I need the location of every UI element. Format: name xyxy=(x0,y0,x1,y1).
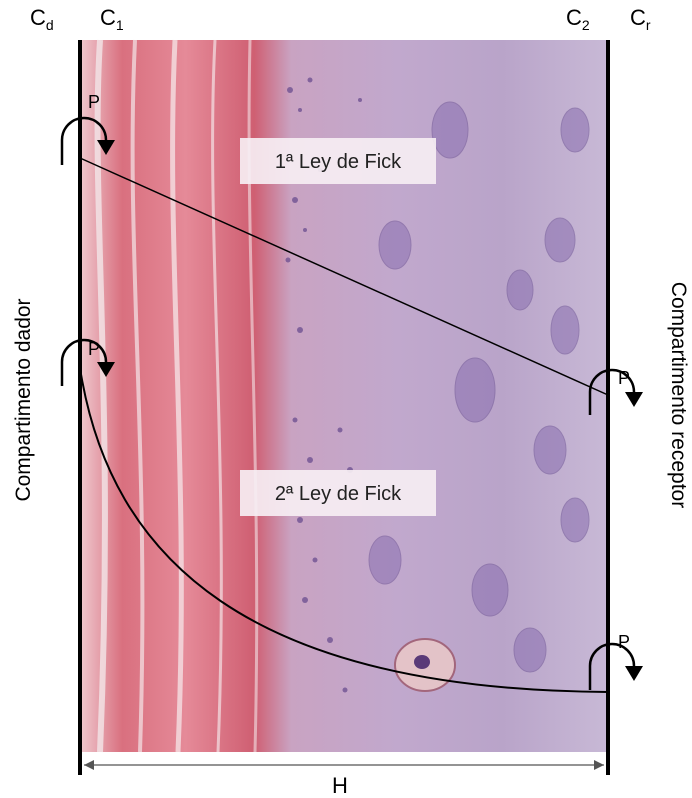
receptor-compartment-label: Compartimento receptor xyxy=(667,282,690,508)
svg-text:P: P xyxy=(88,339,100,359)
thickness-dimension: H xyxy=(84,760,604,798)
first-law-label: 1ª Ley de Fick xyxy=(240,138,436,184)
thickness-label: H xyxy=(332,773,348,798)
svg-text:P: P xyxy=(618,632,630,652)
donor-compartment-label: Compartimento dador xyxy=(12,298,35,501)
second-law-label: 2ª Ley de Fick xyxy=(240,470,436,516)
label-cd: Cd xyxy=(30,5,54,33)
svg-text:1ª Ley de Fick: 1ª Ley de Fick xyxy=(275,151,402,173)
svg-text:P: P xyxy=(88,92,100,112)
label-c2: C2 xyxy=(566,5,590,33)
label-c1: C1 xyxy=(100,5,124,33)
svg-text:P: P xyxy=(618,368,630,388)
label-cr: Cr xyxy=(630,5,651,33)
svg-text:2ª Ley de Fick: 2ª Ley de Fick xyxy=(275,483,402,505)
